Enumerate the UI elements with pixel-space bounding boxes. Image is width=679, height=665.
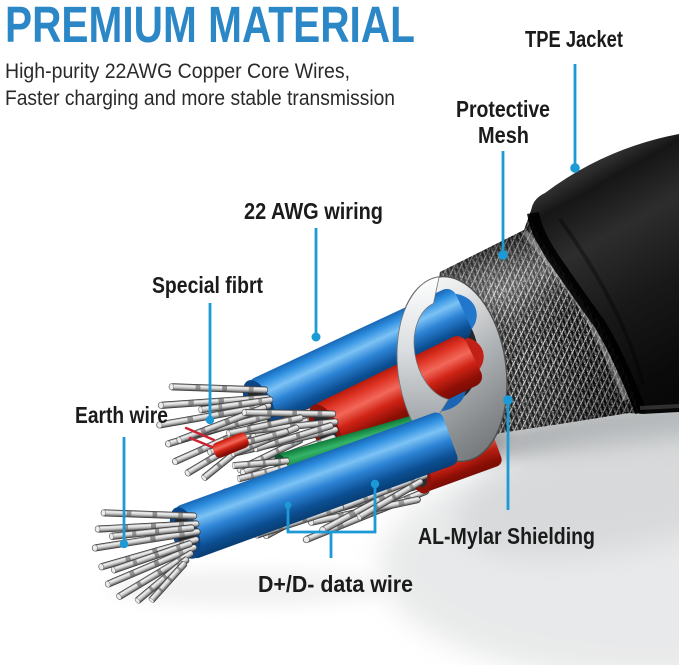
- svg-text:Mesh: Mesh: [478, 122, 529, 148]
- svg-text:Faster charging and more stabl: Faster charging and more stable transmis…: [5, 86, 395, 110]
- svg-text:Protective: Protective: [456, 96, 550, 122]
- svg-text:22 AWG wiring: 22 AWG wiring: [244, 198, 383, 224]
- svg-text:PREMIUM MATERIAL: PREMIUM MATERIAL: [5, 0, 415, 53]
- svg-text:TPE Jacket: TPE Jacket: [525, 26, 623, 52]
- svg-text:Special fibrt: Special fibrt: [152, 272, 263, 298]
- svg-text:High-purity 22AWG Copper Core: High-purity 22AWG Copper Core Wires,: [5, 59, 350, 83]
- svg-text:D+/D- data wire: D+/D- data wire: [258, 571, 413, 597]
- svg-text:AL-Mylar Shielding: AL-Mylar Shielding: [418, 523, 595, 549]
- svg-text:Earth wire: Earth wire: [75, 402, 168, 428]
